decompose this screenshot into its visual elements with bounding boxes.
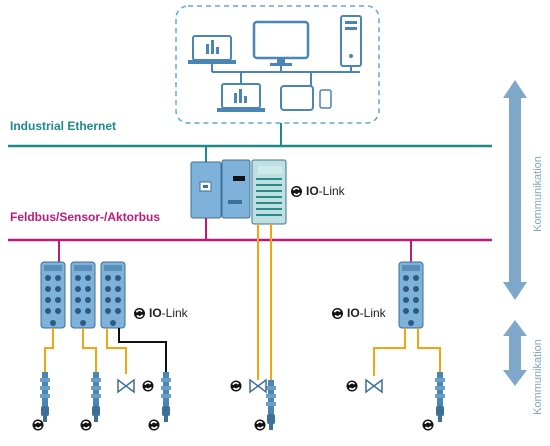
io-link-logo-icon [290, 184, 303, 198]
io-link-logo-icon [421, 418, 435, 432]
communication-arrow-large [503, 80, 527, 300]
tablet-icon [280, 85, 314, 111]
io-link-label-left: IO-Link [133, 306, 188, 320]
sensor-icon [435, 372, 445, 422]
it-level-box [175, 5, 380, 124]
io-link-label-controller: IO-Link [290, 184, 345, 198]
monitor-icon [252, 20, 310, 66]
io-link-logo-icon [345, 379, 359, 393]
sensor-icon [40, 372, 50, 422]
io-link-logo-icon [253, 418, 267, 432]
io-link-logo-icon [331, 306, 344, 320]
laptop-icon [188, 35, 236, 64]
sensor-icon [266, 380, 276, 430]
io-link-logo-icon [147, 418, 161, 432]
server-tower-icon [340, 15, 362, 67]
io-module-icon [40, 261, 66, 329]
pc-icon [217, 83, 265, 112]
kommunikation-label-top: Kommunikation [531, 156, 544, 232]
kommunikation-label-bottom: Kommunikation [531, 339, 544, 415]
sensor-icon [161, 372, 171, 422]
feldbus-label: Feldbus/Sensor-/Aktorbus [10, 210, 161, 224]
io-link-logo-icon [141, 379, 155, 393]
io-link-label-right: IO-Link [331, 306, 386, 320]
sensor-icon [91, 372, 101, 422]
industrial-ethernet-label: Industrial Ethernet [10, 119, 117, 133]
io-module-icon [70, 261, 96, 329]
controller-icon [190, 159, 287, 225]
phone-icon [319, 89, 332, 109]
io-module-icon [398, 261, 424, 329]
communication-arrow-small [503, 320, 527, 386]
valve-icon [249, 379, 267, 393]
io-link-logo-icon [133, 306, 146, 320]
valve-icon [365, 379, 383, 393]
io-link-logo-icon [31, 418, 45, 432]
valve-icon [117, 379, 135, 393]
io-link-logo-icon [79, 418, 93, 432]
io-link-logo-icon [229, 379, 243, 393]
io-module-icon [100, 261, 126, 329]
